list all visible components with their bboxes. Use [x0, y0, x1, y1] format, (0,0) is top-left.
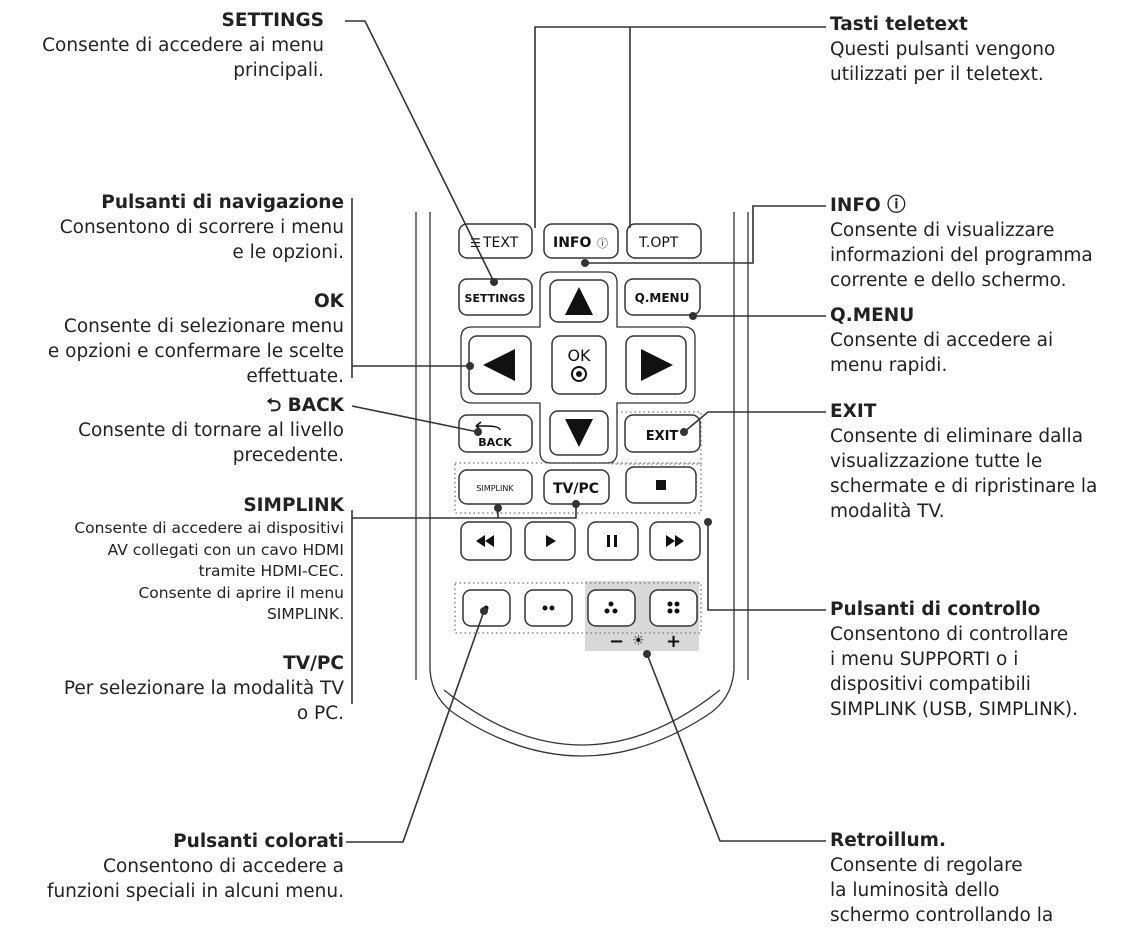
right-button[interactable] — [625, 335, 687, 395]
play-button[interactable] — [524, 521, 576, 561]
stop-icon — [656, 480, 666, 490]
info-icon: ⓘ — [597, 237, 608, 250]
svg-text:Q.MENU: Q.MENU — [635, 291, 690, 305]
label-simplink: SIMPLINK Consente di accedere ai disposi… — [74, 495, 344, 623]
text-button[interactable]: ☰ TEXT — [458, 223, 533, 259]
leader-lines — [345, 20, 826, 843]
up-arrow-icon — [565, 287, 593, 315]
label-ok: OK Consente di selezionare menu e opzion… — [47, 291, 344, 387]
sun-icon: ☀ — [632, 633, 645, 649]
back-icon — [475, 421, 501, 431]
stop-button[interactable] — [625, 466, 697, 504]
svg-text:BACK: BACK — [478, 436, 512, 449]
control-title: Pulsanti di controllo — [830, 599, 1041, 620]
ok-title: OK — [313, 291, 344, 312]
teletext-title: Tasti teletext — [830, 14, 968, 35]
simplink-button[interactable]: SIMPLINK — [458, 469, 533, 505]
label-colored: Pulsanti colorati Consentono di accedere… — [46, 831, 344, 902]
svg-text:TV/PC: TV/PC — [553, 481, 599, 497]
ok-icon — [571, 366, 587, 382]
left-button[interactable] — [468, 335, 532, 395]
settings-button[interactable]: SETTINGS — [458, 278, 533, 316]
fastforward-button[interactable] — [649, 521, 701, 561]
rewind-button[interactable] — [460, 521, 512, 561]
pause-button[interactable] — [587, 521, 639, 561]
color-button-2[interactable] — [524, 589, 573, 627]
svg-text:INFO: INFO — [553, 235, 591, 251]
qmenu-title: Q.MENU — [830, 305, 915, 326]
fastforward-icon — [666, 535, 684, 547]
backlight-minus: − — [609, 631, 624, 652]
leader-dots — [466, 259, 712, 658]
backlight-title: Retroillum. — [830, 830, 946, 851]
label-back: ⮌ BACK Consente di tornare al livello pr… — [78, 395, 344, 466]
label-exit: EXIT Consente di eliminare dalla visuali… — [830, 401, 1098, 522]
color-button-3[interactable] — [587, 589, 636, 627]
topt-button[interactable]: T.OPT — [626, 223, 702, 259]
color-group-box — [454, 582, 702, 634]
label-teletext: Tasti teletext Questi pulsanti vengono u… — [830, 14, 1056, 85]
back-title: ⮌ BACK — [266, 395, 344, 416]
control-group-box-top — [611, 411, 702, 465]
label-info: INFO ⓘ Consente di visualizzare informaz… — [830, 195, 1093, 291]
down-button[interactable] — [549, 410, 609, 456]
svg-text:OK: OK — [567, 346, 591, 365]
simplink-title: SIMPLINK — [243, 495, 344, 516]
ok-button[interactable]: OK — [551, 335, 607, 395]
svg-text:SETTINGS: SETTINGS — [465, 292, 526, 305]
up-button[interactable] — [549, 279, 609, 323]
colored-title: Pulsanti colorati — [173, 831, 344, 852]
right-arrow-icon — [641, 349, 673, 381]
backlight-plus: + — [666, 631, 681, 652]
label-qmenu: Q.MENU Consente di accedere ai menu rapi… — [830, 305, 1054, 376]
label-settings: SETTINGS Consente di accedere ai menu pr… — [42, 10, 325, 81]
back-button[interactable]: BACK — [458, 414, 533, 453]
exit-title: EXIT — [830, 401, 877, 422]
qmenu-button[interactable]: Q.MENU — [624, 278, 701, 316]
tvpc-title: TV/PC — [283, 653, 344, 674]
color-button-4[interactable] — [649, 589, 698, 627]
svg-text:SIMPLINK: SIMPLINK — [476, 484, 514, 493]
down-arrow-icon — [565, 419, 593, 447]
label-control: Pulsanti di controllo Consentono di cont… — [830, 599, 1079, 720]
svg-text:TEXT: TEXT — [482, 235, 519, 251]
exit-button[interactable]: EXIT — [624, 414, 701, 453]
label-navigation: Pulsanti di navigazione Consentono di sc… — [59, 192, 344, 263]
rewind-icon — [476, 535, 494, 547]
back-arrow-icon: ⮌ — [266, 395, 288, 416]
svg-text:EXIT: EXIT — [646, 429, 679, 444]
info-button[interactable]: INFO ⓘ — [543, 223, 619, 259]
play-icon — [546, 535, 556, 547]
remote-diagram: ☰ TEXT INFO ⓘ T.OPT SETTINGS Q.MENU OK — [345, 20, 826, 843]
label-tvpc: TV/PC Per selezionare la modalità TV o P… — [63, 653, 344, 724]
settings-title: SETTINGS — [221, 10, 325, 31]
navigation-title: Pulsanti di navigazione — [101, 192, 344, 213]
pause-icon — [607, 535, 610, 547]
left-arrow-icon — [483, 349, 515, 381]
svg-text:T.OPT: T.OPT — [638, 235, 679, 251]
info-title: INFO ⓘ — [830, 195, 906, 216]
tvpc-button[interactable]: TV/PC — [543, 469, 610, 505]
remote-body — [415, 212, 749, 757]
